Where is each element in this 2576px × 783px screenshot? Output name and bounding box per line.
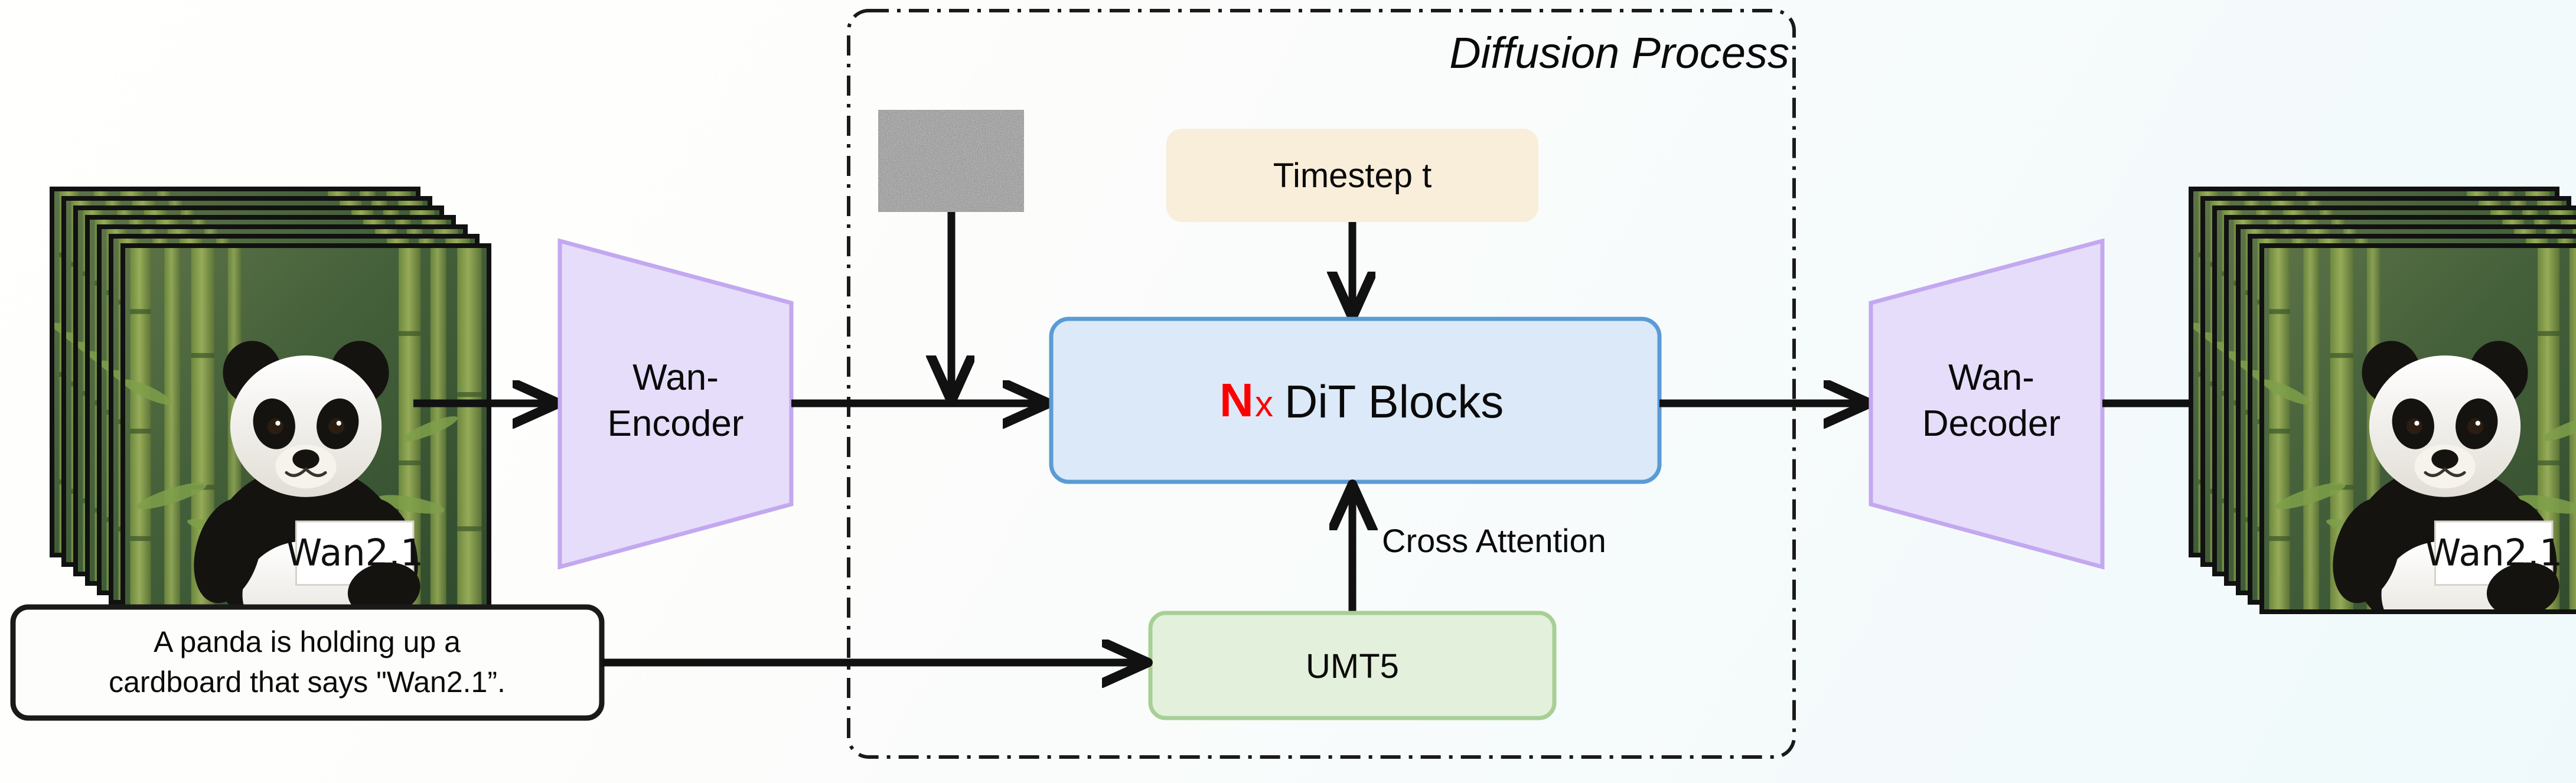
diffusion-process-group — [847, 9, 1796, 759]
wan-decoder-label-line1: Wan- — [1948, 357, 2034, 398]
prompt-box[interactable] — [10, 604, 605, 721]
cross-attention-label: Cross Attention — [1382, 522, 1606, 559]
prompt-node[interactable]: A panda is holding up a cardboard that s… — [10, 604, 605, 721]
wan-encoder-shape[interactable] — [557, 238, 794, 570]
wan-encoder-label-line2: Encoder — [608, 403, 744, 444]
wan-encoder-label-line1: Wan- — [632, 357, 719, 398]
prompt-text-line1: A panda is holding up a — [154, 625, 461, 658]
noise-latent-patch — [878, 110, 1024, 212]
output-video-frames — [2189, 187, 2576, 614]
umt5-label: UMT5 — [1306, 647, 1399, 686]
umt5-node[interactable]: UMT5 — [1148, 611, 1557, 720]
timestep-box[interactable] — [1166, 129, 1538, 222]
timestep-node[interactable]: Timestep t — [1166, 129, 1538, 222]
input-video-frames — [50, 187, 491, 614]
wan-encoder-node[interactable]: Wan- Encoder — [557, 238, 794, 570]
prompt-text-line2: cardboard that says "Wan2.1”. — [109, 665, 506, 699]
diffusion-process-title: Diffusion Process — [1449, 28, 1789, 77]
timestep-label: Timestep t — [1273, 156, 1432, 195]
wan-decoder-label-line2: Decoder — [1922, 403, 2060, 444]
output-video-front-frame — [2259, 243, 2576, 614]
wan-decoder-node[interactable]: Wan- Decoder — [1869, 238, 2105, 570]
dit-blocks-node[interactable]: N x DiT Blocks — [1049, 317, 1662, 484]
dit-times-symbol: x — [1255, 384, 1273, 425]
dit-blocks-label: DiT Blocks — [1284, 376, 1504, 428]
dit-repeat-count: N — [1219, 374, 1254, 426]
wan-decoder-shape[interactable] — [1869, 238, 2105, 570]
diffusion-process-border — [847, 9, 1796, 759]
